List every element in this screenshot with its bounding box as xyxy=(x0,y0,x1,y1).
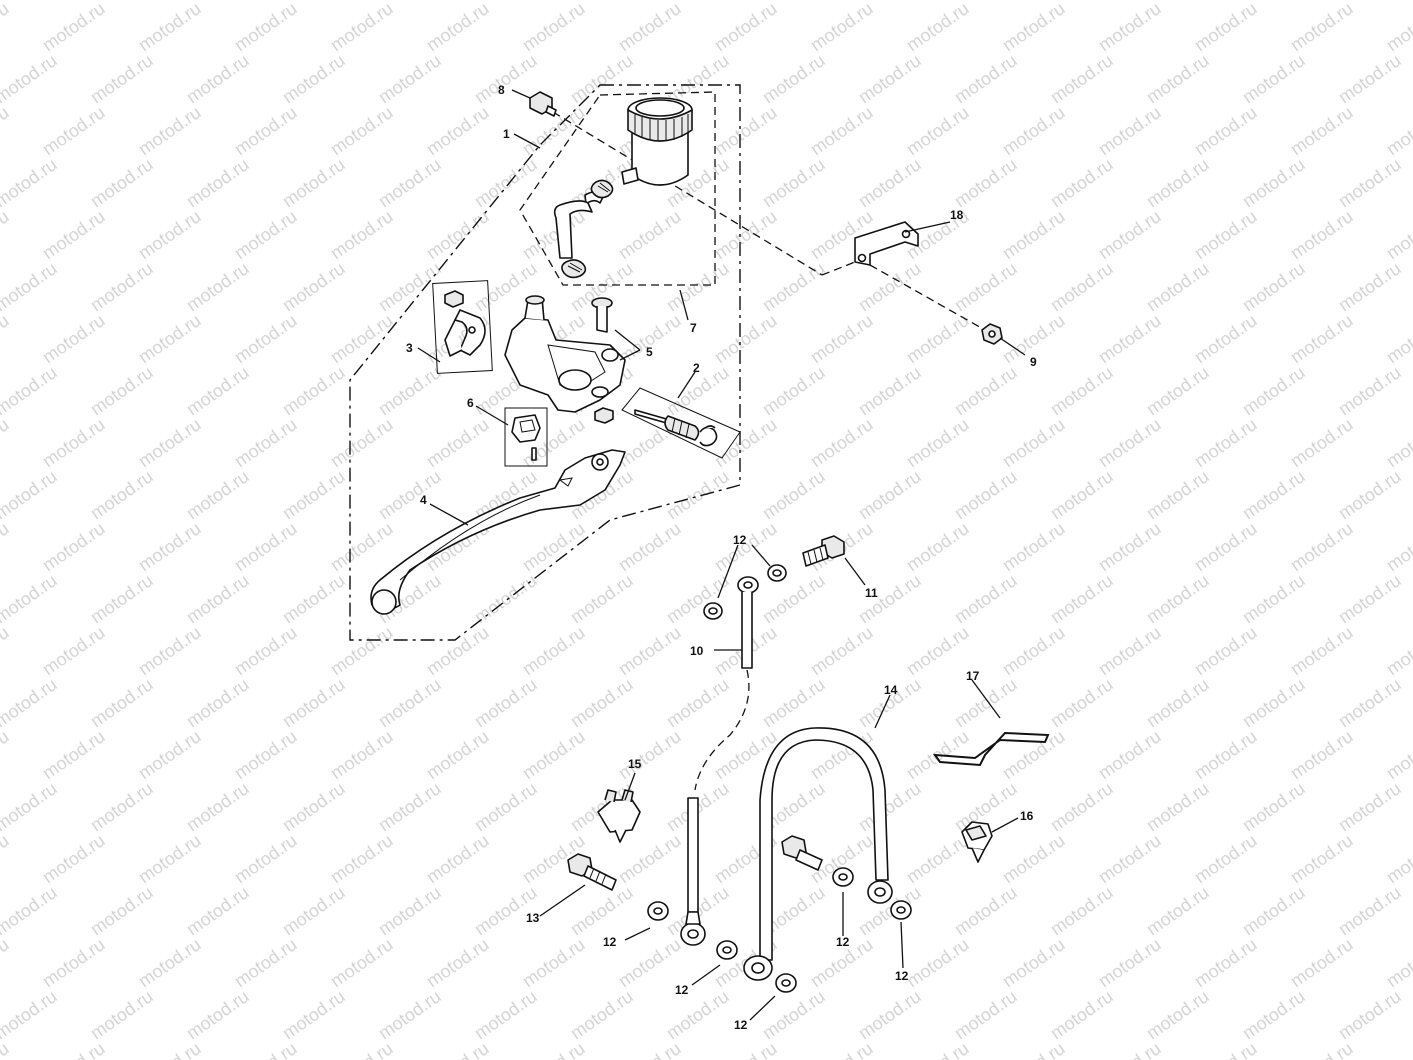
hose-continuation-dashed xyxy=(694,669,750,791)
label-part-12-a: 12 xyxy=(603,935,617,949)
label-part-14: 14 xyxy=(884,683,898,697)
reservoir-hose-icon xyxy=(553,179,614,279)
label-part-7: 7 xyxy=(690,321,697,335)
label-part-1: 1 xyxy=(503,127,510,141)
label-part-12-b: 12 xyxy=(675,983,689,997)
bolt-13-icon xyxy=(567,853,617,891)
leader-lines xyxy=(417,89,1026,1021)
bolt-center-icon xyxy=(781,835,823,871)
clamp-bracket-18-icon xyxy=(854,221,919,266)
label-part-10: 10 xyxy=(690,644,704,658)
washer-lower-5-icon xyxy=(890,900,912,920)
label-part-6: 6 xyxy=(467,396,474,410)
label-part-12-top: 12 xyxy=(733,533,747,547)
piston-kit-2-icon xyxy=(634,409,718,447)
mounting-dashed-line xyxy=(552,111,986,331)
washer-top-right-icon xyxy=(767,564,787,582)
label-part-4: 4 xyxy=(420,493,427,507)
washer-lower-3-icon xyxy=(775,973,797,993)
bolt-8-icon xyxy=(529,91,557,117)
u-hose-14-icon xyxy=(743,727,893,981)
label-part-16: 16 xyxy=(1020,809,1034,823)
label-part-2: 2 xyxy=(693,361,700,375)
label-part-12-d: 12 xyxy=(836,935,850,949)
label-part-13: 13 xyxy=(526,911,540,925)
piston-kit-box-2 xyxy=(621,387,741,459)
label-part-3: 3 xyxy=(406,341,413,355)
label-part-12-e: 12 xyxy=(895,969,909,983)
label-part-15: 15 xyxy=(628,757,642,771)
master-cylinder-icon xyxy=(504,295,626,424)
label-part-18: 18 xyxy=(950,208,964,222)
hose-lower-left-icon xyxy=(680,797,706,946)
label-part-17: 17 xyxy=(966,669,980,683)
lever-icon xyxy=(370,449,626,615)
washer-lower-1-icon xyxy=(647,901,669,921)
label-part-8: 8 xyxy=(498,83,505,97)
wire-guide-17-icon xyxy=(932,731,1050,767)
nut-9-icon xyxy=(981,323,1003,345)
hose-clip-15-icon xyxy=(597,789,641,843)
reservoir-icon xyxy=(621,97,693,186)
assembly-outline xyxy=(349,84,741,641)
brake-hose-10-icon xyxy=(737,576,759,669)
reservoir-kit-box xyxy=(519,91,716,286)
label-part-9: 9 xyxy=(1030,355,1037,369)
washer-lower-4-icon xyxy=(832,867,854,887)
screw-5-icon xyxy=(591,297,613,333)
switch-box-6 xyxy=(504,407,548,467)
clamp-box-3 xyxy=(432,280,493,374)
hose-clip-16-icon xyxy=(961,821,993,863)
banjo-bolt-icon xyxy=(802,535,845,567)
brake-light-switch-6-icon xyxy=(511,414,541,461)
washer-top-left-icon xyxy=(703,602,723,620)
washer-lower-2-icon xyxy=(716,940,738,960)
label-part-5: 5 xyxy=(646,345,653,359)
label-part-12-c: 12 xyxy=(734,1018,748,1032)
label-part-11: 11 xyxy=(865,586,878,600)
handlebar-clamp-3-icon xyxy=(444,290,486,357)
